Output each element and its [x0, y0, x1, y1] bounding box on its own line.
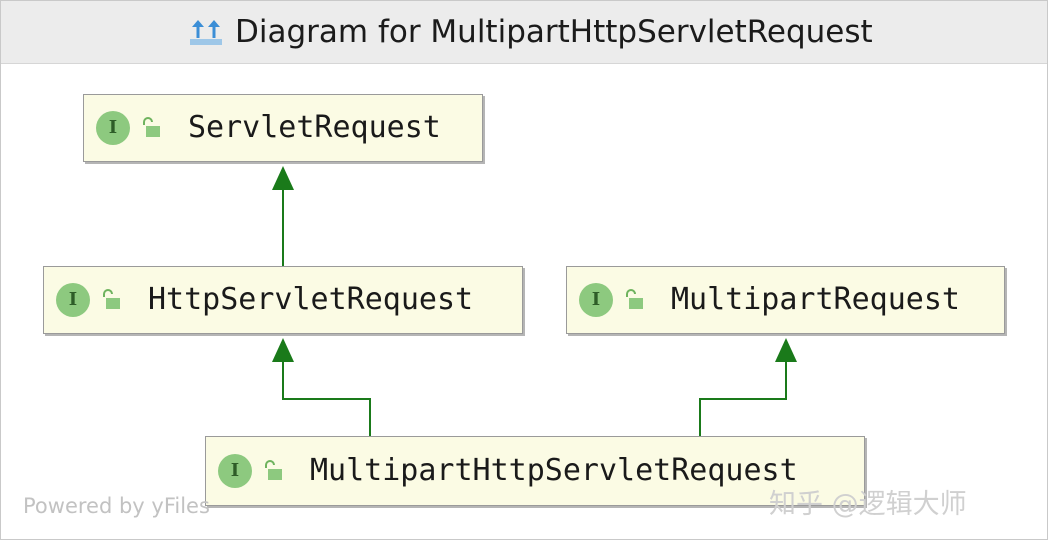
inheritance-edges	[272, 166, 797, 436]
interface-badge: I	[579, 283, 613, 317]
diagram-canvas[interactable]: I ServletRequest I HttpServletRequest I …	[1, 64, 1047, 539]
interface-badge: I	[56, 283, 90, 317]
interface-badge: I	[96, 111, 130, 145]
unlocked-padlock-icon	[103, 289, 120, 309]
window-title: Diagram for MultipartHttpServletRequest	[235, 14, 873, 50]
node-label: HttpServletRequest	[148, 282, 474, 317]
node-label: MultipartRequest	[671, 282, 960, 317]
watermark-text: 知乎 @逻辑大师	[769, 489, 967, 520]
inheritance-arrowhead	[775, 338, 797, 362]
node-multipart-request[interactable]: I MultipartRequest	[566, 266, 1005, 334]
inheritance-arrowhead	[272, 338, 294, 362]
inheritance-edge-line	[699, 362, 787, 436]
interface-badge: I	[218, 454, 252, 488]
node-servlet-request[interactable]: I ServletRequest	[83, 94, 483, 162]
node-http-servlet-request[interactable]: I HttpServletRequest	[43, 266, 523, 334]
unlocked-padlock-icon	[626, 289, 643, 309]
node-label: MultipartHttpServletRequest	[310, 453, 798, 488]
unlocked-padlock-icon	[143, 117, 160, 137]
powered-by-text: Powered by yFiles	[23, 494, 210, 518]
node-label: ServletRequest	[188, 110, 441, 145]
diagram-hierarchy-icon	[190, 20, 222, 45]
node-multipart-http-servlet-request[interactable]: I MultipartHttpServletRequest	[205, 436, 865, 506]
inheritance-arrowhead	[272, 166, 294, 190]
title-bar: Diagram for MultipartHttpServletRequest	[1, 1, 1047, 64]
inheritance-edge-line	[282, 362, 371, 436]
unlocked-padlock-icon	[265, 460, 282, 480]
